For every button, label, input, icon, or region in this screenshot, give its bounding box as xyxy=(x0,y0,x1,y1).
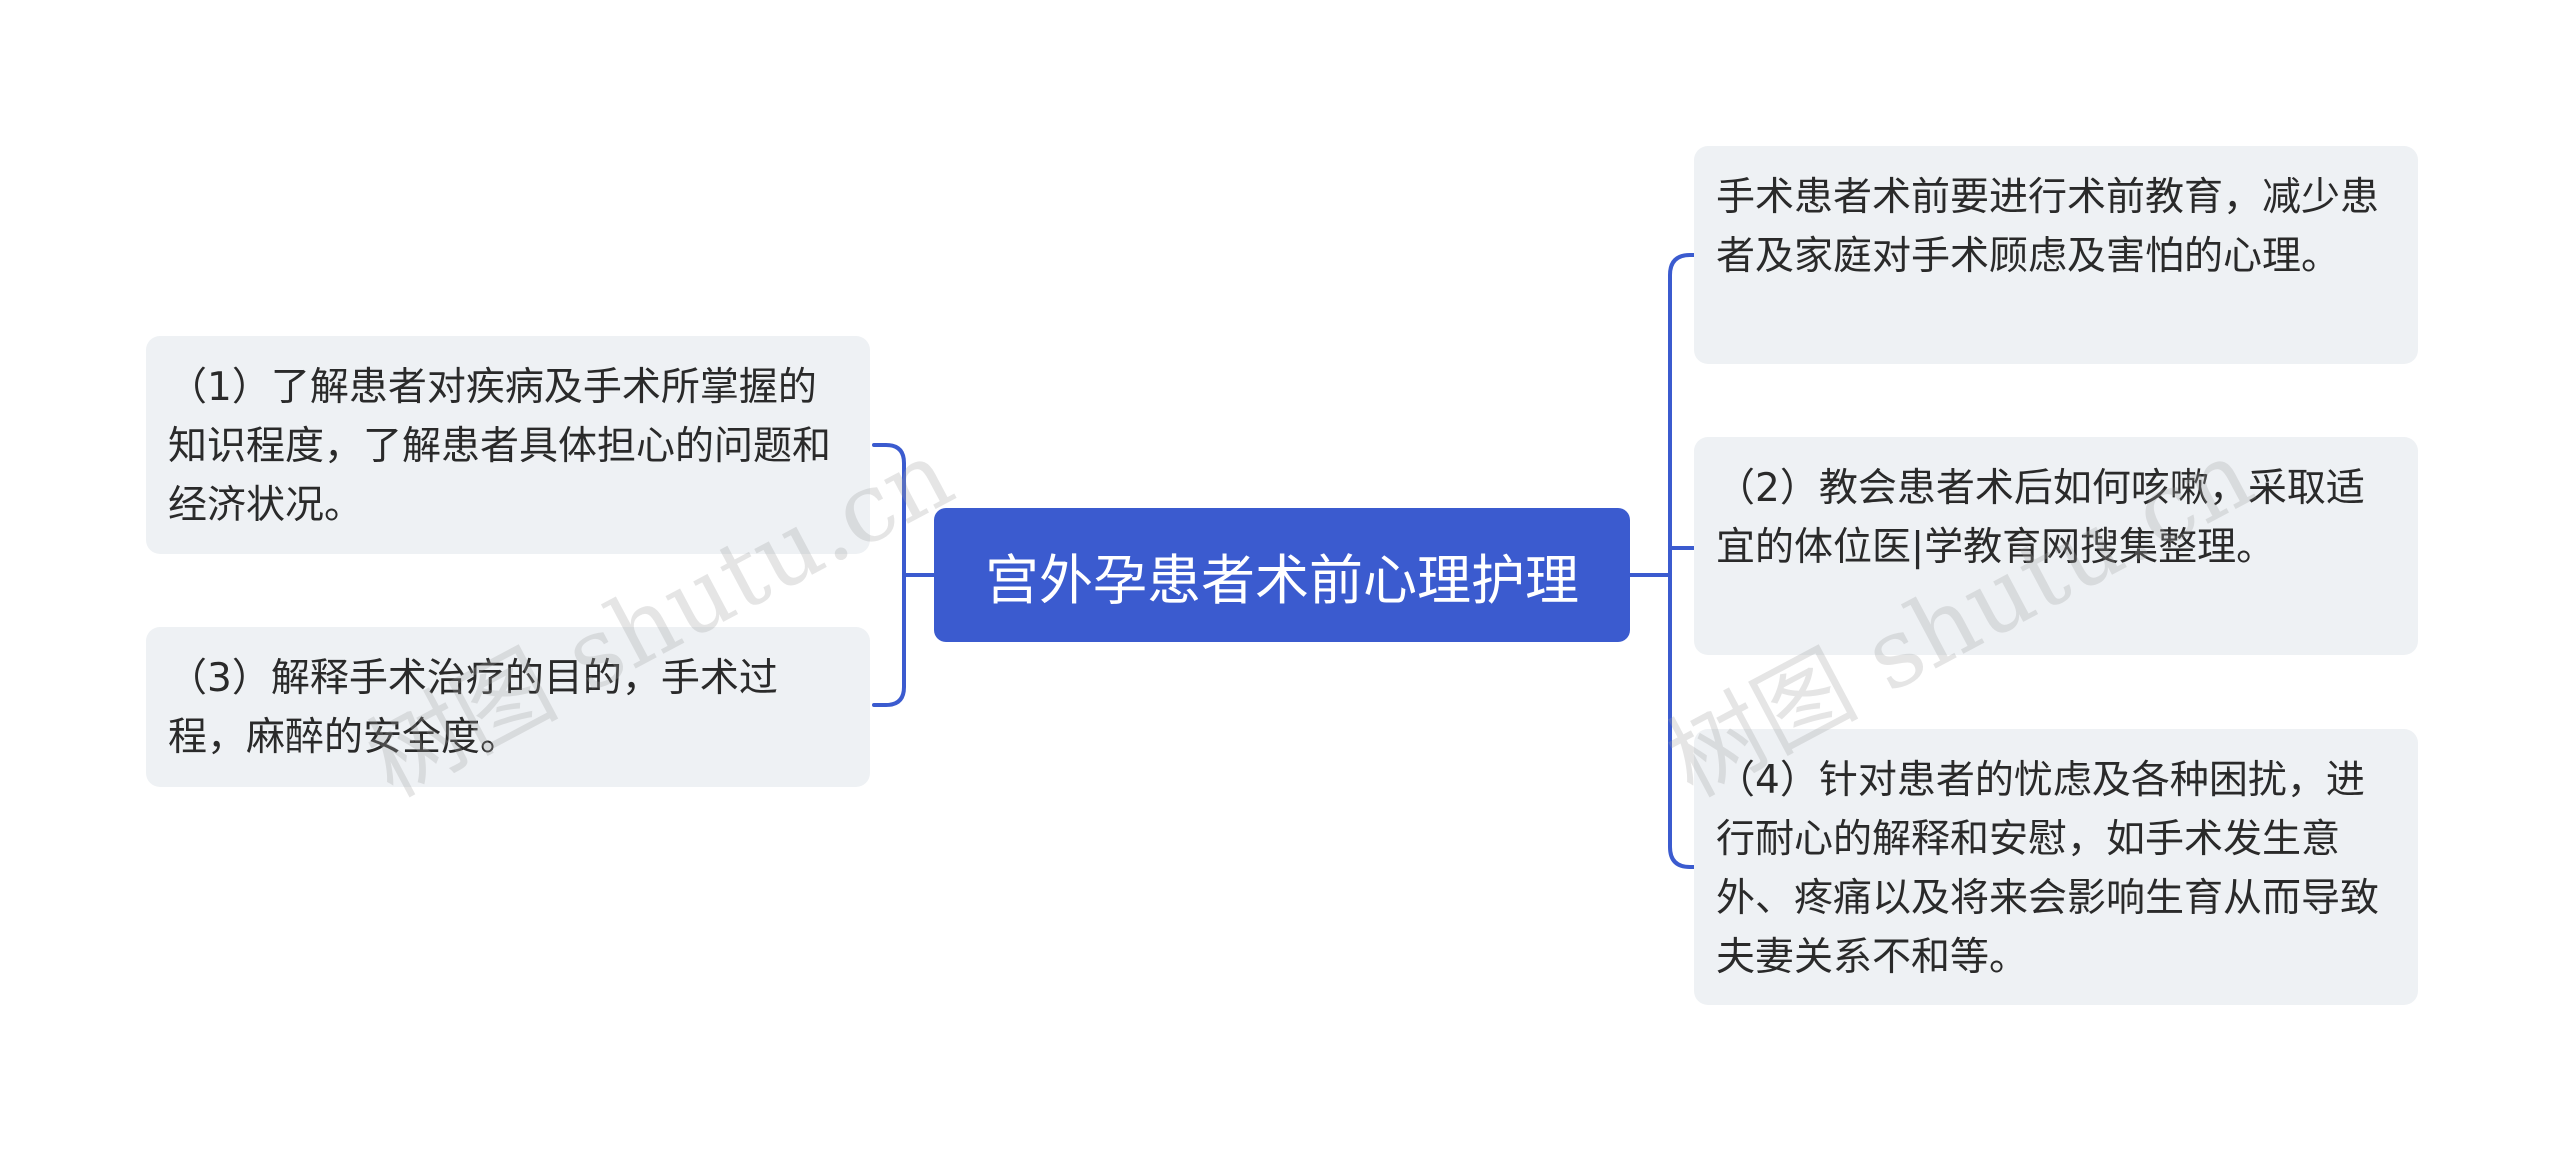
right-node-4-text: （4）针对患者的忧虑及各种困扰，进行耐心的解释和安慰，如手术发生意外、疼痛以及将… xyxy=(1716,758,2380,980)
left-node-3[interactable]: （3）解释手术治疗的目的，手术过程，麻醉的安全度。 xyxy=(146,627,870,787)
central-topic-label: 宫外孕患者术前心理护理 xyxy=(985,548,1579,612)
left-node-1-text: （1）了解患者对疾病及手术所掌握的知识程度，了解患者具体担心的问题和经济状况。 xyxy=(168,365,832,528)
right-node-1-text: 手术患者术前要进行术前教育，减少患者及家庭对手术顾虑及害怕的心理。 xyxy=(1716,175,2380,279)
left-node-1[interactable]: （1）了解患者对疾病及手术所掌握的知识程度，了解患者具体担心的问题和经济状况。 xyxy=(146,336,870,554)
right-node-1[interactable]: 手术患者术前要进行术前教育，减少患者及家庭对手术顾虑及害怕的心理。 xyxy=(1694,146,2418,364)
central-topic[interactable]: 宫外孕患者术前心理护理 xyxy=(934,508,1630,642)
left-node-3-text: （3）解释手术治疗的目的，手术过程，麻醉的安全度。 xyxy=(168,656,778,760)
right-node-2[interactable]: （2）教会患者术后如何咳嗽，采取适宜的体位医|学教育网搜集整理。 xyxy=(1694,437,2418,655)
right-node-2-text: （2）教会患者术后如何咳嗽，采取适宜的体位医|学教育网搜集整理。 xyxy=(1716,466,2365,570)
right-node-4[interactable]: （4）针对患者的忧虑及各种困扰，进行耐心的解释和安慰，如手术发生意外、疼痛以及将… xyxy=(1694,729,2418,1005)
connector-right-1 xyxy=(1668,253,1696,869)
connector-left-1 xyxy=(872,443,906,707)
